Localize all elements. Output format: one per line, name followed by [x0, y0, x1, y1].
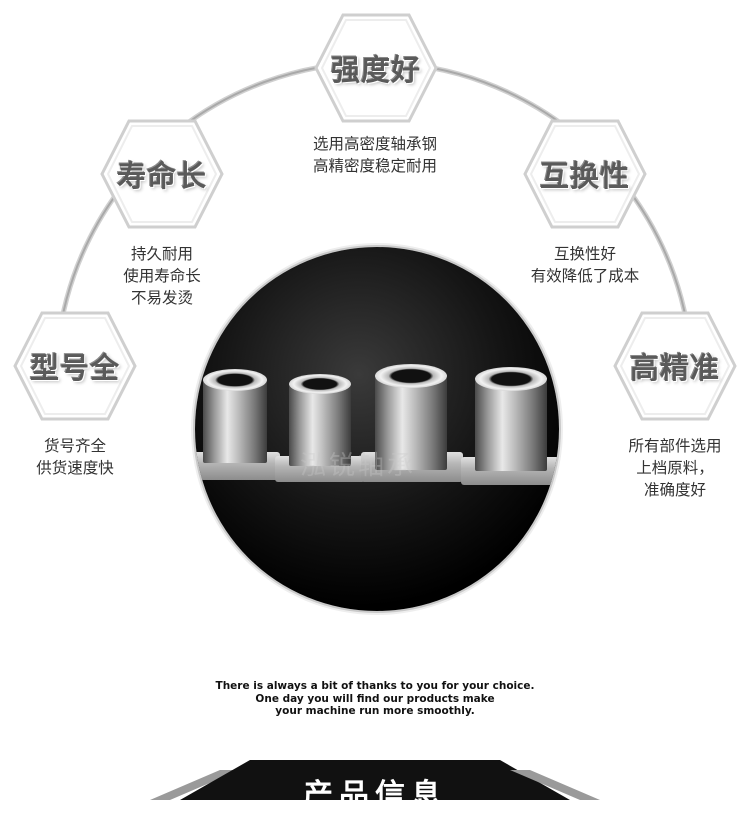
feature-title-interchange: 互换性 — [539, 159, 630, 193]
feature-desc-precision: 所有部件选用 上档原料， 准确度好 — [610, 435, 740, 501]
hexagon-frame-icon — [523, 119, 647, 229]
feature-hex-precision: 高精准 — [612, 310, 738, 422]
thanks-line: One day you will find our products make — [255, 692, 495, 705]
hexagon-frame-icon — [314, 13, 438, 123]
feature-desc-line: 选用高密度轴承钢 — [312, 135, 437, 153]
feature-desc-line: 持久耐用 — [130, 245, 193, 263]
hexagon-frame-icon — [13, 311, 137, 421]
feature-hex-interchange: 互换性 — [522, 118, 648, 230]
thanks-line: your machine run more smoothly. — [275, 705, 475, 717]
hexagon-frame-icon — [613, 311, 737, 421]
feature-hex-life: 寿命长 — [99, 118, 225, 230]
feature-desc-strength: 选用高密度轴承钢 高精密度稳定耐用 — [285, 133, 465, 177]
feature-desc-line: 使用寿命长 — [123, 267, 201, 285]
feature-title-precision: 高精准 — [629, 351, 720, 385]
feature-title-models: 型号全 — [29, 351, 120, 385]
thanks-line: There is always a bit of thanks to you f… — [215, 680, 535, 692]
feature-desc-line: 互换性好 — [553, 245, 616, 263]
feature-desc-interchange: 互换性好 有效降低了成本 — [505, 243, 665, 287]
thanks-message: There is always a bit of thanks to you f… — [0, 680, 750, 718]
feature-desc-models: 货号齐全 供货速度快 — [15, 435, 135, 479]
hexagon-frame-icon — [100, 119, 224, 229]
feature-desc-line: 上档原料， — [636, 459, 714, 477]
feature-desc-life: 持久耐用 使用寿命长 不易发烫 — [102, 243, 222, 309]
section-title: 产品信息 — [303, 778, 447, 813]
feature-desc-line: 准确度好 — [643, 481, 706, 499]
feature-hex-models: 型号全 — [12, 310, 138, 422]
product-photo-circle — [195, 247, 559, 611]
feature-hex-strength: 强度好 — [313, 12, 439, 124]
feature-desc-line: 不易发烫 — [130, 289, 193, 307]
feature-title-strength: 强度好 — [330, 53, 421, 87]
feature-desc-line: 有效降低了成本 — [530, 267, 640, 285]
feature-title-life: 寿命长 — [116, 159, 207, 193]
feature-desc-line: 高精密度稳定耐用 — [312, 157, 437, 175]
feature-desc-line: 供货速度快 — [36, 459, 114, 477]
feature-desc-line: 货号齐全 — [43, 437, 106, 455]
watermark: 泓锐轴承 — [300, 451, 417, 481]
feature-desc-line: 所有部件选用 — [628, 437, 722, 455]
